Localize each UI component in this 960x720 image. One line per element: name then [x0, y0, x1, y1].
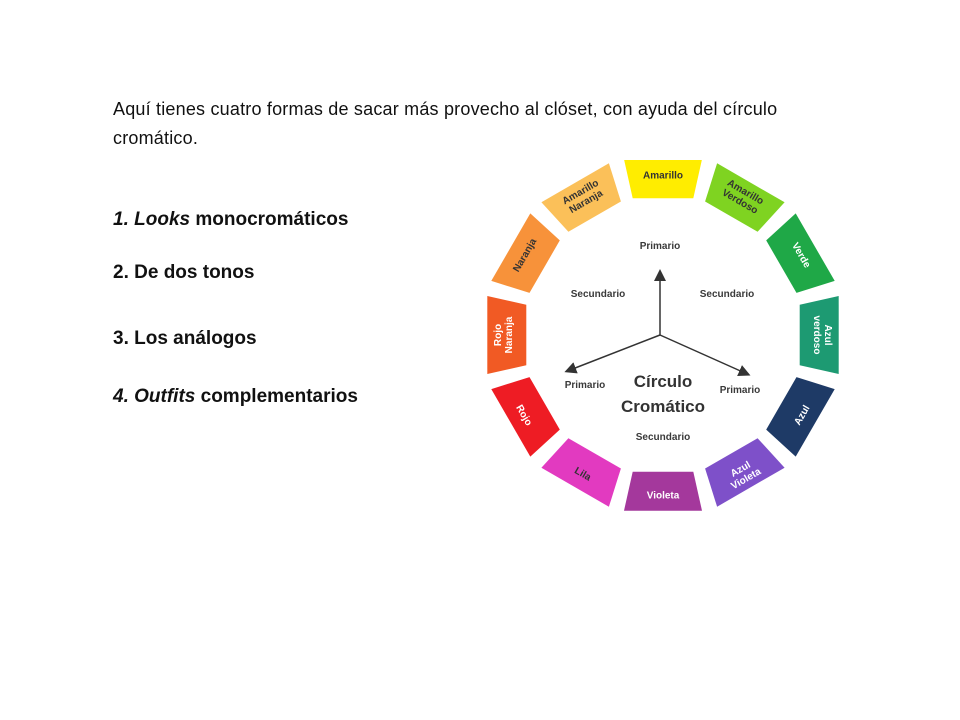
- segment-shape: [487, 296, 527, 374]
- segment-shape: [624, 160, 702, 199]
- list-item-dos-tonos: 2. De dos tonos: [113, 262, 254, 284]
- segment-azul-violeta: AzulVioleta: [705, 438, 785, 507]
- color-wheel-svg: AmarilloAmarilloVerdosoVerdeAzulverdosoA…: [487, 160, 839, 511]
- segment-label-line: Naranja: [504, 316, 515, 353]
- segment-shape: [705, 438, 785, 507]
- segment-label: RojoNaranja: [493, 316, 515, 353]
- segment-label-line: Violeta: [647, 491, 680, 502]
- arrow-right: [659, 334, 751, 377]
- list-item-rest: monocromáticos: [190, 209, 349, 230]
- segment-verde: Verde: [766, 213, 835, 293]
- segment-label-line: Azul: [822, 324, 833, 345]
- list-item-number: 4.: [113, 386, 135, 407]
- list-item-rest: 3. Los análogos: [113, 328, 257, 349]
- label-secundario-bottom: Secundario: [636, 432, 690, 443]
- segment-shape: [541, 163, 621, 232]
- label-secundario-right: Secundario: [700, 289, 754, 300]
- label-primario-top: Primario: [640, 241, 681, 252]
- list-item-emphasis: Outfits: [134, 386, 196, 407]
- segment-rojo: Rojo: [491, 377, 560, 457]
- segment-label: Violeta: [647, 491, 680, 502]
- label-primario-right: Primario: [720, 385, 761, 396]
- segments-layer: AmarilloAmarilloVerdosoVerdeAzulverdosoA…: [487, 160, 839, 511]
- center-title-line1: Círculo: [634, 372, 693, 391]
- segment-amarillo-naranja: AmarilloNaranja: [541, 163, 621, 232]
- segment-shape: [624, 471, 702, 511]
- segment-shape: [541, 438, 621, 507]
- segment-shape: [491, 213, 560, 293]
- label-secundario-left: Secundario: [571, 289, 625, 300]
- segment-amarillo: Amarillo: [624, 160, 702, 199]
- list-item-outfits-complementarios: 4. Outfits complementarios: [113, 386, 358, 408]
- label-primario-left: Primario: [565, 380, 606, 391]
- center-title-line2: Cromático: [621, 397, 705, 416]
- segment-label: Amarillo: [643, 171, 683, 182]
- segment-shape: [766, 213, 835, 293]
- segment-shape: [491, 377, 560, 457]
- segment-naranja: Naranja: [491, 213, 560, 293]
- segment-azul-verdoso: Azulverdoso: [799, 296, 839, 374]
- list-item-looks-monocromaticos: 1. Looks monocromáticos: [113, 209, 348, 231]
- segment-lila: Lila: [541, 438, 621, 507]
- segment-label-line: Rojo: [493, 324, 504, 346]
- list-item-emphasis: Looks: [134, 209, 191, 230]
- segment-shape: [705, 163, 785, 232]
- arrow-left: [564, 334, 661, 374]
- intro-text: Aquí tienes cuatro formas de sacar más p…: [113, 99, 778, 148]
- list-item-rest: complementarios: [195, 386, 358, 407]
- segment-azul: Azul: [766, 377, 835, 457]
- list-item-number: 1.: [113, 209, 135, 230]
- segment-label: Azulverdoso: [811, 316, 833, 355]
- segment-label-line: Amarillo: [643, 171, 683, 182]
- segment-shape: [799, 296, 839, 374]
- segment-label-line: verdoso: [811, 316, 822, 355]
- list-item-analogos: 3. Los análogos: [113, 328, 257, 350]
- list-item-rest: 2. De dos tonos: [113, 262, 255, 283]
- segment-amarillo-verdoso: AmarilloVerdoso: [705, 163, 785, 232]
- segment-violeta: Violeta: [624, 471, 702, 511]
- segment-rojo-naranja: RojoNaranja: [487, 296, 527, 374]
- segment-shape: [766, 377, 835, 457]
